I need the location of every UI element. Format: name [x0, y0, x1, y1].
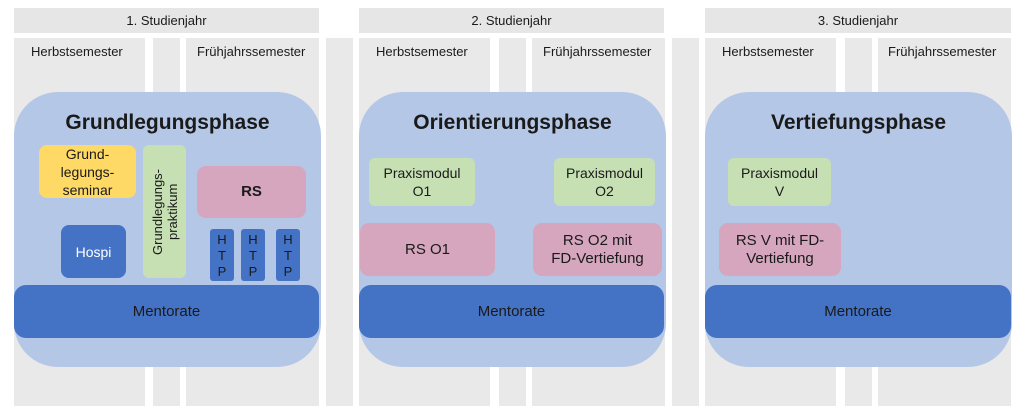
seminar-line-1: Grund- — [65, 145, 110, 162]
pm-o2-line-2: O2 — [595, 183, 614, 199]
phase-title-orientierung: Orientierungsphase — [413, 111, 612, 134]
rs-o2-line-1: RS O2 mit — [562, 231, 633, 249]
rs-v-line-1: RS V mit FD- — [735, 231, 825, 249]
mentorate-label-1: Mentorate — [132, 302, 201, 320]
mentorate-bar-3: Mentorate — [705, 285, 1011, 338]
semester-label-y1-autumn: Herbstsemester — [31, 44, 123, 59]
pm-v-line-1: Praxismodul — [740, 165, 819, 181]
pm-o1-line-2: O1 — [412, 183, 432, 199]
htp-t: T — [249, 247, 257, 263]
semester-label-y1-spring: Frühjahrssemester — [197, 44, 306, 59]
rs-o1-box: RS O1 — [360, 223, 495, 276]
year-header-1: 1. Studienjahr — [14, 8, 319, 33]
htp-t: T — [218, 247, 226, 263]
year-header-3: 3. Studienjahr — [705, 8, 1011, 33]
mentorate-label-3: Mentorate — [824, 302, 892, 320]
column-gap-1 — [326, 38, 353, 406]
pm-v-line-2: V — [774, 183, 785, 199]
semester-label-y3-spring: Frühjahrssemester — [888, 44, 997, 59]
mentorate-bar-1: Mentorate — [14, 285, 319, 338]
pm-o2-line-1: Praxismodul — [565, 165, 644, 181]
htp-p: P — [283, 263, 293, 279]
hospi-box: Hospi — [61, 225, 126, 278]
grundlegungspraktikum-box: Grundlegungs-praktikum — [143, 145, 186, 278]
rs-o2-line-2: FD-Vertiefung — [551, 249, 644, 267]
rs-o1-label: RS O1 — [404, 240, 450, 258]
htp-h: H — [248, 231, 258, 247]
phase-title-grundlegung: Grundlegungsphase — [65, 111, 270, 134]
semester-label-y2-spring: Frühjahrssemester — [543, 44, 652, 59]
rs-box: RS — [197, 166, 306, 218]
seminar-line-2: legungs- — [60, 163, 115, 180]
htp-p: P — [248, 263, 258, 279]
htp-h: H — [217, 231, 227, 247]
semester-label-y3-autumn: Herbstsemester — [722, 44, 814, 59]
rs-v-box: RS V mit FD-Vertiefung — [719, 223, 841, 276]
year-header-2: 2. Studienjahr — [359, 8, 664, 33]
grundlegungsseminar-box: Grund-legungs-seminar — [39, 145, 136, 198]
praktikum-line-2: praktikum — [164, 183, 180, 240]
htp-p: P — [217, 263, 227, 279]
phase-title-vertiefung: Vertiefungsphase — [770, 111, 947, 134]
htp-h: H — [283, 231, 293, 247]
pm-o1-line-1: Praxismodul — [383, 165, 461, 181]
hospi-label: Hospi — [75, 243, 112, 260]
mentorate-label-2: Mentorate — [477, 302, 546, 320]
htp-t: T — [284, 247, 292, 263]
rs-v-line-2: Vertiefung — [746, 249, 814, 267]
seminar-line-3: seminar — [62, 181, 113, 198]
column-gap-2 — [672, 38, 699, 406]
praktikum-line-1: Grundlegungs- — [149, 168, 165, 255]
mentorate-bar-2: Mentorate — [359, 285, 664, 338]
praktikum-label: Grundlegungs-praktikum — [150, 169, 180, 255]
rs-label: RS — [241, 183, 262, 200]
semester-label-y2-autumn: Herbstsemester — [376, 44, 468, 59]
